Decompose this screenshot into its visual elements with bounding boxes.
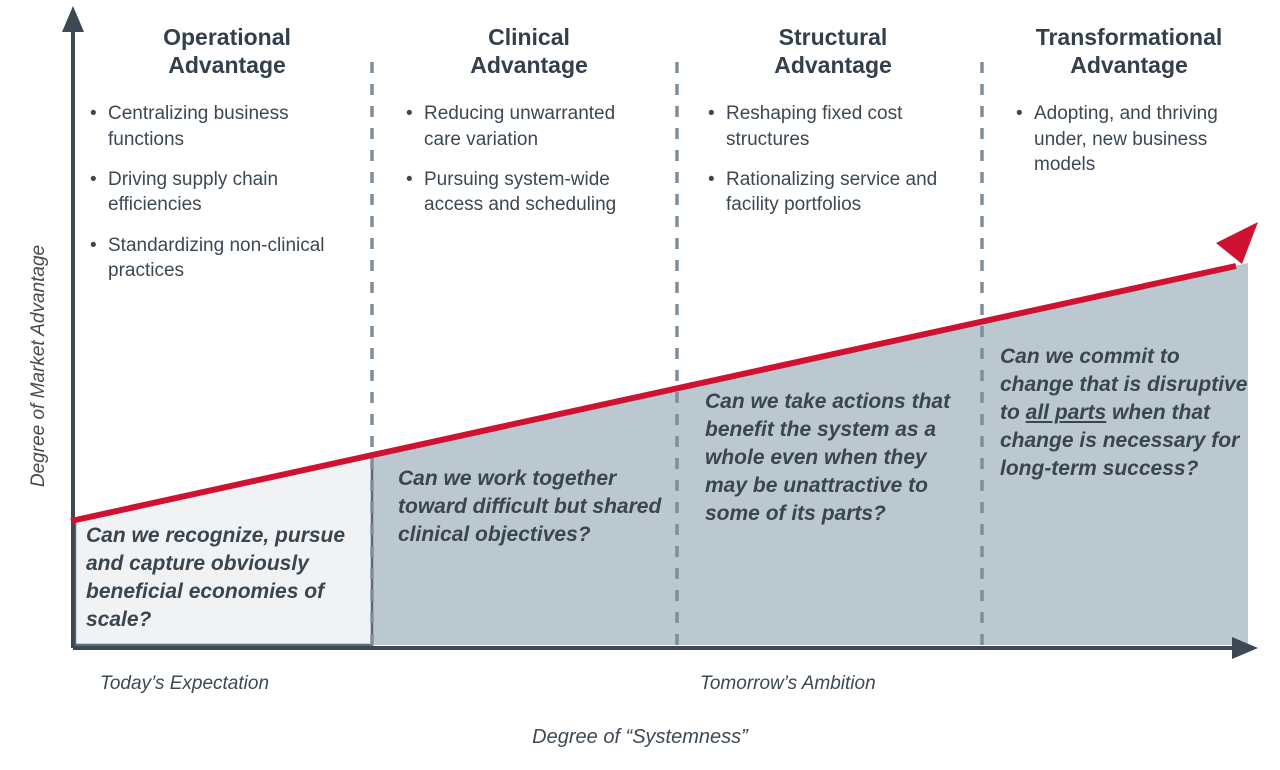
list-item-label: Standardizing non-clinical practices <box>108 234 325 282</box>
x-axis-label: Degree of “Systemness” <box>532 726 748 748</box>
column-title-line1: Operational <box>163 24 291 50</box>
column-title-transformational: Transformational Advantage <box>994 23 1264 79</box>
x-axis-arrowhead <box>1232 637 1258 659</box>
bullet-list-operational: • Centralizing business functions • Driv… <box>88 101 338 284</box>
bullet-dot-icon: • <box>708 169 715 190</box>
column-operational: Operational Advantage • Centralizing bus… <box>88 0 366 299</box>
question-text-part2: when that change is necessary for long-t… <box>1000 400 1240 480</box>
column-title-line2: Advantage <box>1070 52 1188 79</box>
list-item-label: Reshaping fixed cost structures <box>726 103 903 150</box>
list-item: • Pursuing system-wide access and schedu… <box>404 167 646 218</box>
question-operational: Can we recognize, pursue and capture obv… <box>86 524 346 631</box>
bullet-dot-icon: • <box>406 169 413 190</box>
list-item: • Centralizing business functions <box>88 101 338 152</box>
question-transformational: Can we commit to change that is disrupti… <box>1000 343 1250 483</box>
x-tick-today: Today’s Expectation <box>100 673 270 694</box>
bullet-dot-icon: • <box>90 234 97 256</box>
bullet-list-transformational: • Adopting, and thriving under, new busi… <box>1014 101 1229 177</box>
column-title-line2: Advantage <box>168 52 286 79</box>
list-item-label: Pursuing system-wide access and scheduli… <box>424 169 617 216</box>
list-item: • Reshaping fixed cost structures <box>706 101 952 152</box>
list-item-label: Driving supply chain efficiencies <box>108 169 279 216</box>
column-clinical: Clinical Advantage • Reducing unwarrante… <box>390 0 668 233</box>
x-tick-tomorrow: Tomorrow’s Ambition <box>700 673 876 694</box>
bullet-list-structural: • Reshaping fixed cost structures • Rati… <box>706 101 952 218</box>
trend-arrow-line <box>70 263 1237 524</box>
bullet-dot-icon: • <box>406 103 413 125</box>
list-item: • Adopting, and thriving under, new busi… <box>1014 101 1229 177</box>
column-title-line1: Structural <box>778 24 888 50</box>
band-operational <box>75 454 372 645</box>
trend-arrow-head <box>1216 222 1258 264</box>
column-transformational: Transformational Advantage • Adopting, a… <box>994 0 1264 192</box>
list-item-label: Adopting, and thriving under, new busine… <box>1034 103 1218 175</box>
y-axis-arrowhead <box>62 6 84 32</box>
bullet-dot-icon: • <box>90 103 97 125</box>
question-structural: Can we take actions that benefit the sys… <box>705 390 951 525</box>
list-item: • Rationalizing service and facility por… <box>706 167 952 218</box>
list-item: • Reducing unwarranted care variation <box>404 101 646 152</box>
bullet-dot-icon: • <box>90 169 97 190</box>
column-title-structural: Structural Advantage <box>694 23 972 79</box>
column-structural: Structural Advantage • Reshaping fixed c… <box>694 0 972 233</box>
bullet-dot-icon: • <box>1016 103 1023 125</box>
list-item-label: Centralizing business functions <box>108 103 289 150</box>
column-title-line1: Transformational <box>1035 24 1223 50</box>
list-item-label: Reducing unwarranted care variation <box>424 103 616 150</box>
column-title-line1: Clinical <box>488 24 570 50</box>
band-shaded <box>372 263 1248 645</box>
column-title-line2: Advantage <box>470 52 588 79</box>
question-text-emphasis: all parts <box>1025 400 1107 424</box>
question-text-part1: Can we commit to change that is disrupti… <box>1000 345 1248 424</box>
column-title-clinical: Clinical Advantage <box>390 23 668 79</box>
y-axis-label: Degree of Market Advantage <box>28 244 49 488</box>
column-title-operational: Operational Advantage <box>88 23 366 79</box>
bullet-dot-icon: • <box>708 103 715 125</box>
list-item: • Standardizing non-clinical practices <box>88 233 338 284</box>
column-title-line2: Advantage <box>774 52 892 79</box>
question-clinical: Can we work together toward difficult bu… <box>398 467 662 546</box>
list-item-label: Rationalizing service and facility portf… <box>726 169 938 216</box>
list-item: • Driving supply chain efficiencies <box>88 167 338 218</box>
bullet-list-clinical: • Reducing unwarranted care variation • … <box>404 101 646 218</box>
